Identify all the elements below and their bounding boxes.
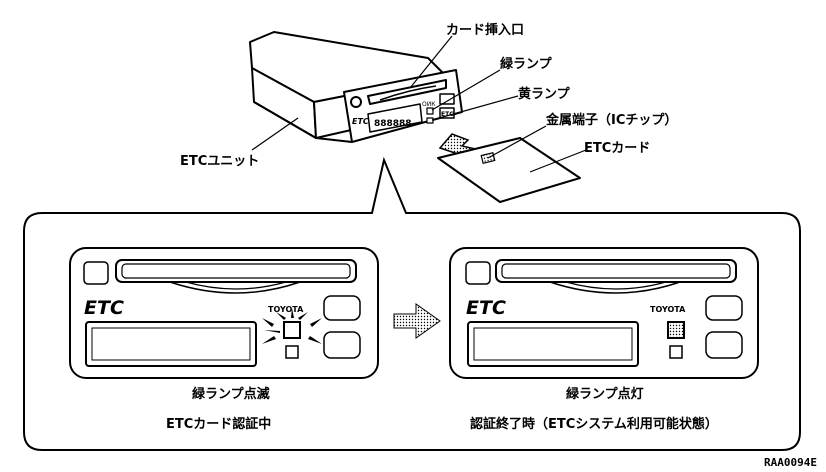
unit-green-lamp (426, 107, 434, 115)
panel-left-brand: TOYOTA (268, 305, 304, 314)
panel-left-yellow-lamp (285, 345, 299, 359)
callout-ic-chip: 金属端子（ICチップ） (546, 113, 678, 128)
etc-unit (249, 31, 463, 143)
unit-button-label: ETC (441, 111, 454, 118)
unit-right-button-top (439, 93, 455, 105)
panel-right-description: 認証終了時（ETCシステム利用可能状態） (470, 417, 718, 432)
panel-left-description: ETCカード認証中 (166, 417, 272, 432)
unit-right-button-bottom (439, 107, 455, 119)
callout-card-slot: カード挿入口 (446, 23, 525, 38)
detail-frame (23, 156, 801, 451)
blink-rays (262, 308, 322, 344)
panel-right-brand: TOYOTA (650, 305, 686, 314)
unit-display (367, 103, 423, 133)
unit-logo: ETC (352, 117, 369, 126)
callout-yellow-lamp: 黄ランプ (518, 87, 570, 102)
panel-left-state: 緑ランプ点滅 (192, 387, 270, 402)
panel-left (69, 247, 379, 379)
panel-right-yellow-lamp (669, 345, 683, 359)
leader-lines (251, 35, 587, 173)
panel-left-green-lamp (283, 321, 301, 339)
transition-arrow (393, 303, 441, 339)
unit-sub-label: ОИК (422, 101, 436, 108)
unit-yellow-lamp (426, 117, 434, 124)
panel-right-logo: ETC (466, 297, 506, 319)
unit-display-digits: 888888 (374, 119, 412, 129)
figure-code: RAA0094E (764, 456, 817, 469)
panel-right (449, 247, 759, 379)
etc-card (437, 137, 581, 203)
callout-green-lamp: 緑ランプ (500, 57, 552, 72)
panel-right-green-lamp (667, 321, 685, 339)
unit-left-button (350, 96, 362, 108)
panel-left-logo: ETC (84, 297, 124, 319)
callout-etc-unit: ETCユニット (180, 154, 260, 169)
callout-etc-card: ETCカード (584, 141, 651, 156)
panel-right-state: 緑ランプ点灯 (566, 387, 644, 402)
